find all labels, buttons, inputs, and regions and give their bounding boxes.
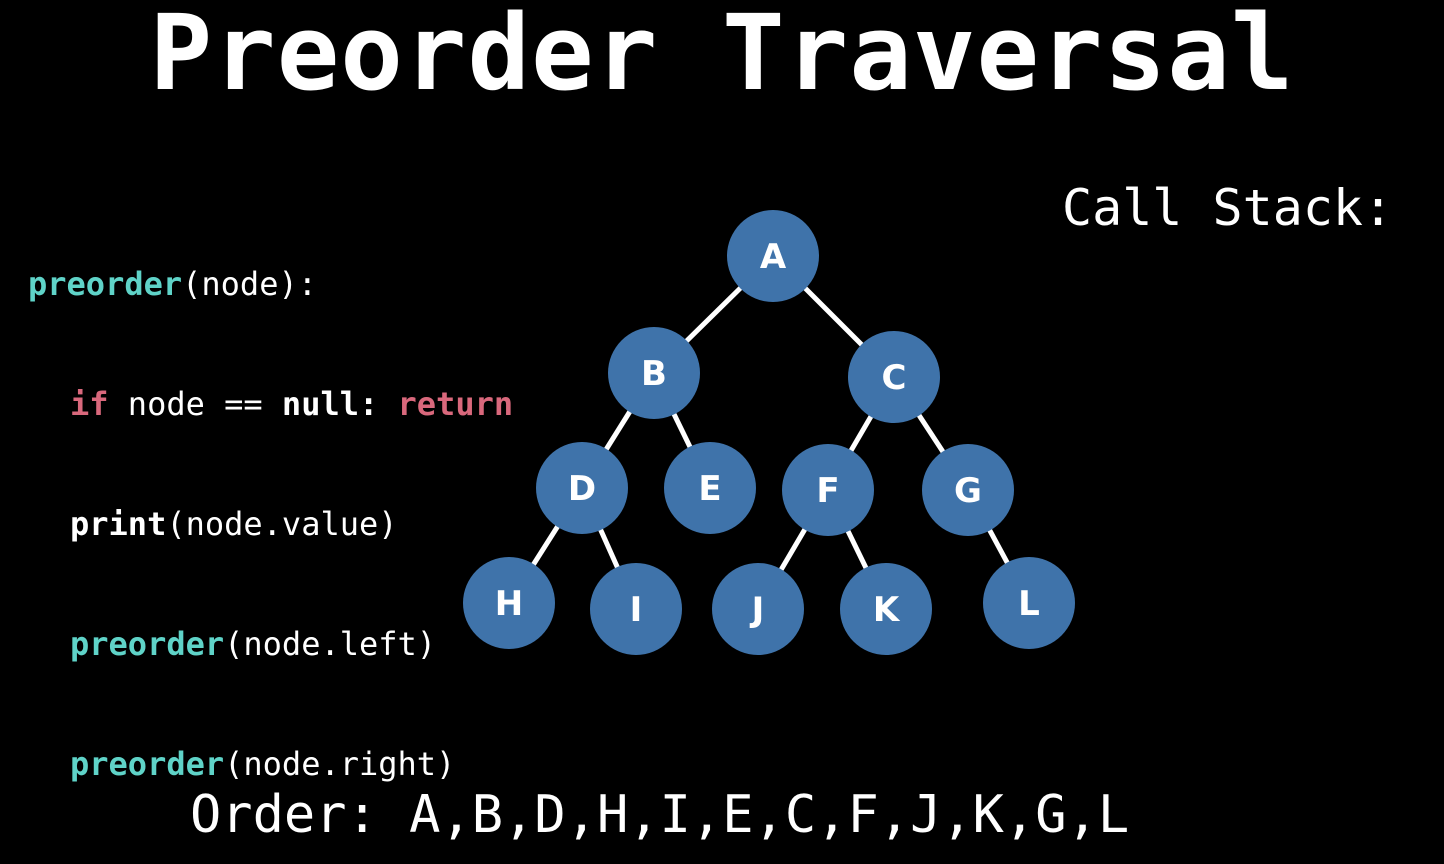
tree-node-d: D xyxy=(536,442,628,534)
tree-edges xyxy=(506,254,1032,611)
pseudocode-block: preorder(node): if node == null: return … xyxy=(28,184,513,824)
tree-node-i: I xyxy=(590,563,682,655)
tree-nodes: A B C D E F G H I J K L xyxy=(463,210,1075,655)
code-text: (node): xyxy=(182,265,317,303)
tree-node-circle xyxy=(590,563,682,655)
order-sequence: A,B,D,H,I,E,C,F,J,K,G,L xyxy=(409,785,1130,845)
code-text: (node.right) xyxy=(224,745,456,783)
traversal-order: Order: A,B,D,H,I,E,C,F,J,K,G,L xyxy=(190,783,1129,847)
order-label: Order: xyxy=(190,785,378,845)
code-keyword-print: print xyxy=(70,505,167,543)
code-text: (node.left) xyxy=(224,625,437,663)
tree-node-k: K xyxy=(840,563,932,655)
tree-node-label: L xyxy=(1018,584,1040,624)
code-keyword-null: null xyxy=(281,385,359,423)
tree-node-circle xyxy=(608,327,700,419)
tree-node-label: I xyxy=(630,590,643,630)
code-text: node == xyxy=(108,385,282,423)
code-line-base-case: if node == null: return xyxy=(28,384,513,424)
tree-node-circle xyxy=(922,444,1014,536)
tree-node-circle xyxy=(536,442,628,534)
tree-node-e: E xyxy=(664,442,756,534)
tree-node-label: J xyxy=(750,590,765,630)
tree-node-label: F xyxy=(816,471,839,511)
tree-node-label: A xyxy=(760,237,787,277)
code-function-name: preorder xyxy=(28,265,183,303)
tree-node-c: C xyxy=(848,331,940,423)
call-stack-label: Call Stack: xyxy=(1062,179,1394,237)
tree-node-l: L xyxy=(983,557,1075,649)
tree-node-label: K xyxy=(873,590,901,630)
tree-node-label: E xyxy=(698,469,721,509)
tree-node-circle xyxy=(712,563,804,655)
tree-node-circle xyxy=(983,557,1075,649)
tree-node-a: A xyxy=(727,210,819,302)
tree-node-j: J xyxy=(712,563,804,655)
tree-node-circle xyxy=(664,442,756,534)
tree-node-circle xyxy=(782,444,874,536)
tree-node-label: B xyxy=(641,354,667,394)
code-text: : xyxy=(358,385,398,423)
code-keyword-if: if xyxy=(70,385,109,423)
tree-node-f: F xyxy=(782,444,874,536)
tree-node-label: H xyxy=(495,584,523,624)
code-function-name: preorder xyxy=(70,745,225,783)
tree-node-circle xyxy=(848,331,940,423)
code-line-signature: preorder(node): xyxy=(28,264,513,304)
code-line-print: print(node.value) xyxy=(28,504,513,544)
tree-node-h: H xyxy=(463,557,555,649)
code-function-name: preorder xyxy=(70,625,225,663)
tree-node-label: G xyxy=(954,471,982,511)
code-text: (node.value) xyxy=(166,505,398,543)
tree-node-circle xyxy=(463,557,555,649)
tree-node-g: G xyxy=(922,444,1014,536)
tree-node-b: B xyxy=(608,327,700,419)
code-keyword-return: return xyxy=(397,385,514,423)
tree-node-circle xyxy=(727,210,819,302)
code-line-left-call: preorder(node.left) xyxy=(28,624,513,664)
tree-node-label: C xyxy=(882,358,907,398)
tree-node-circle xyxy=(840,563,932,655)
page-title: Preorder Traversal xyxy=(149,0,1295,114)
code-line-right-call: preorder(node.right) xyxy=(28,744,513,784)
tree-node-label: D xyxy=(568,469,596,509)
